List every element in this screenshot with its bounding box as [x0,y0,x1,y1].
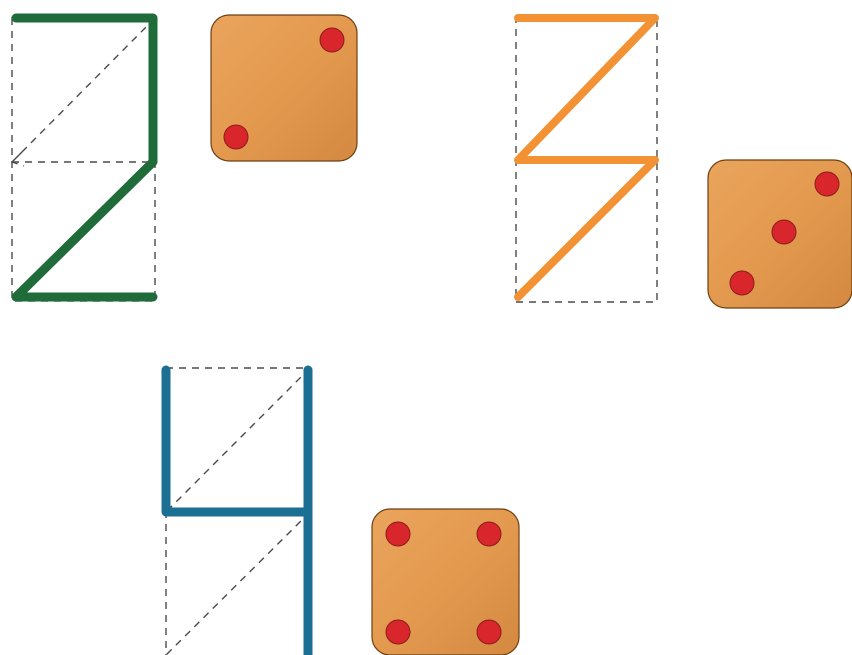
die-three-pip [772,220,796,244]
die-two-pip [224,125,248,149]
digit-two-guide-grid [12,18,155,301]
die-four-pip [386,522,410,546]
digit-two-guide-box [12,18,155,301]
digit-three-stroke [518,18,655,297]
digit-four-group [166,368,310,655]
die-four-pip [477,620,501,644]
digit-two-guide-arrowhead [12,152,24,166]
die-four-pip [477,522,501,546]
digit-three-group [516,18,657,302]
digit-four-guide-diagonal-upper [166,368,310,512]
digit-two-guide-diagonal [12,18,155,162]
die-two-pips [211,15,357,161]
die-three-pip [730,271,754,295]
die-four-pip [386,620,410,644]
die-four-pips [372,509,519,655]
digit-four-guide-diagonal-lower [166,512,310,655]
die-three-pips [708,160,852,308]
digit-two-stroke [16,18,153,297]
digit-two-group [12,18,155,301]
die-three-pip [815,172,839,196]
die-two-pip [320,28,344,52]
